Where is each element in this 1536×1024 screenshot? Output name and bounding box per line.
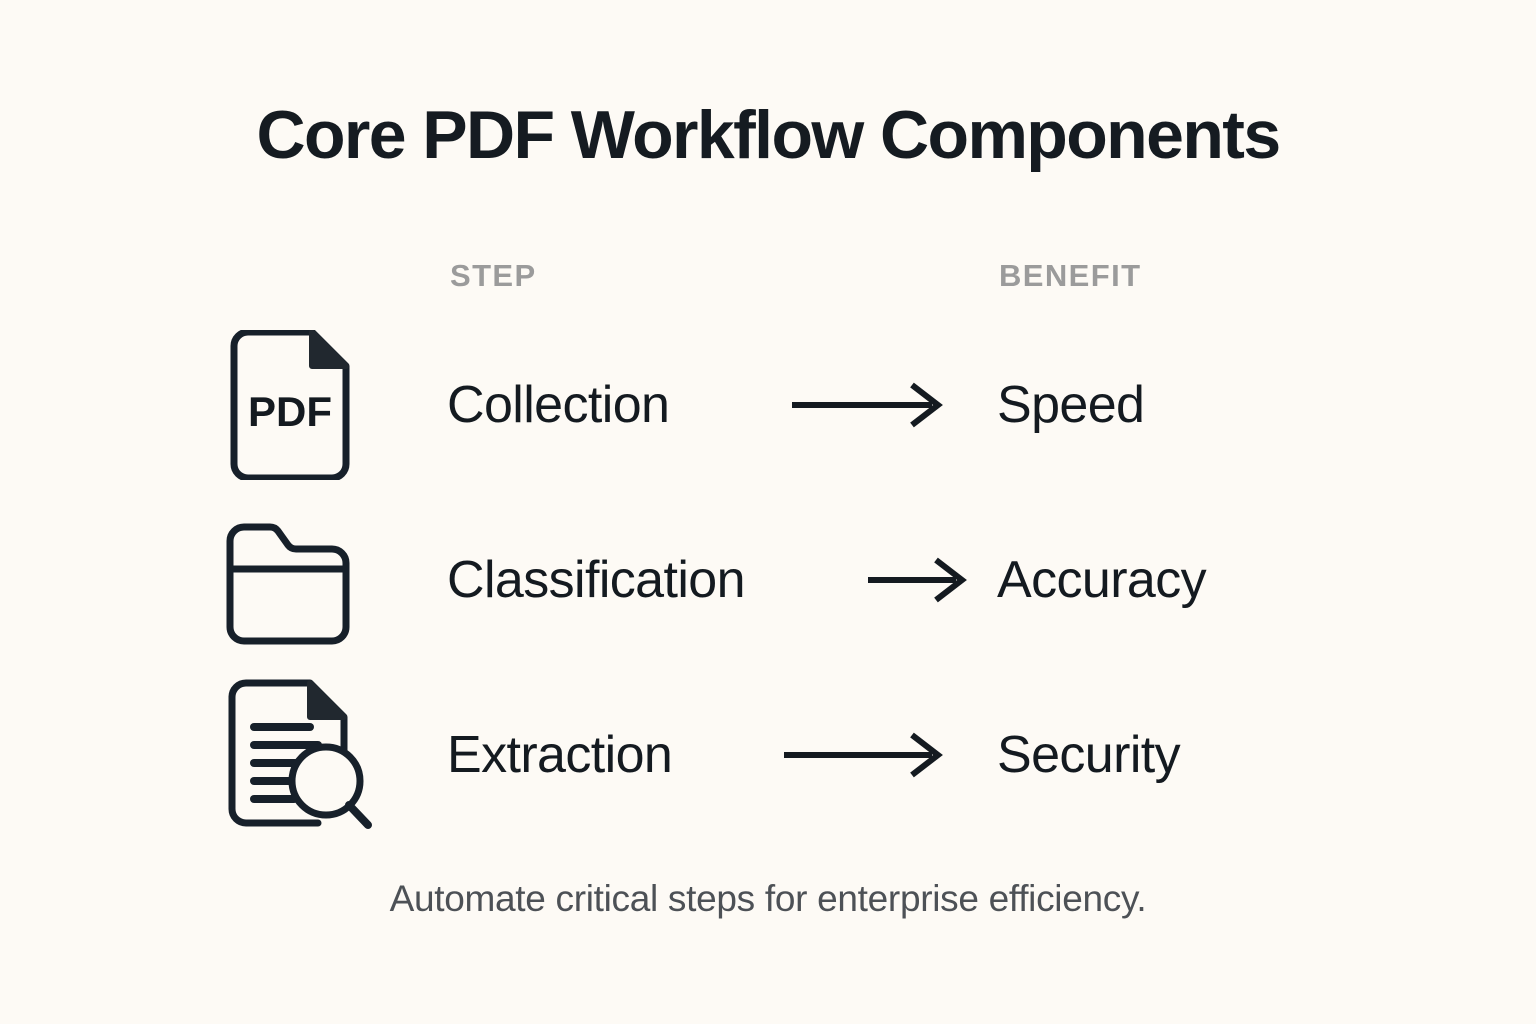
- column-header-step: STEP: [450, 258, 537, 293]
- workflow-rows: PDF Collection Speed Classification: [0, 330, 1536, 855]
- page-title: Core PDF Workflow Components: [256, 97, 1281, 173]
- benefit-label: Accuracy: [997, 551, 1207, 609]
- step-label: Classification: [447, 551, 746, 609]
- pdf-file-icon: PDF: [222, 330, 372, 480]
- connector-arrow-icon: [866, 505, 970, 655]
- step-label: Collection: [447, 376, 670, 434]
- workflow-row: Classification Accuracy: [0, 505, 1536, 680]
- workflow-row: PDF Collection Speed: [0, 330, 1536, 505]
- column-header-benefit: BENEFIT: [999, 258, 1142, 293]
- benefit-label: Speed: [997, 376, 1145, 434]
- document-search-icon: [222, 679, 372, 830]
- pdf-icon-label: PDF: [248, 388, 332, 435]
- column-header-row: STEP BENEFIT: [0, 258, 1536, 302]
- folder-icon: [222, 505, 372, 655]
- connector-arrow-icon: [790, 330, 946, 480]
- workflow-row: Extraction Security: [0, 679, 1536, 855]
- step-label: Extraction: [447, 726, 673, 784]
- connector-arrow-icon: [782, 680, 946, 830]
- benefit-label: Security: [997, 726, 1181, 784]
- footer-caption: Automate critical steps for enterprise e…: [389, 878, 1147, 919]
